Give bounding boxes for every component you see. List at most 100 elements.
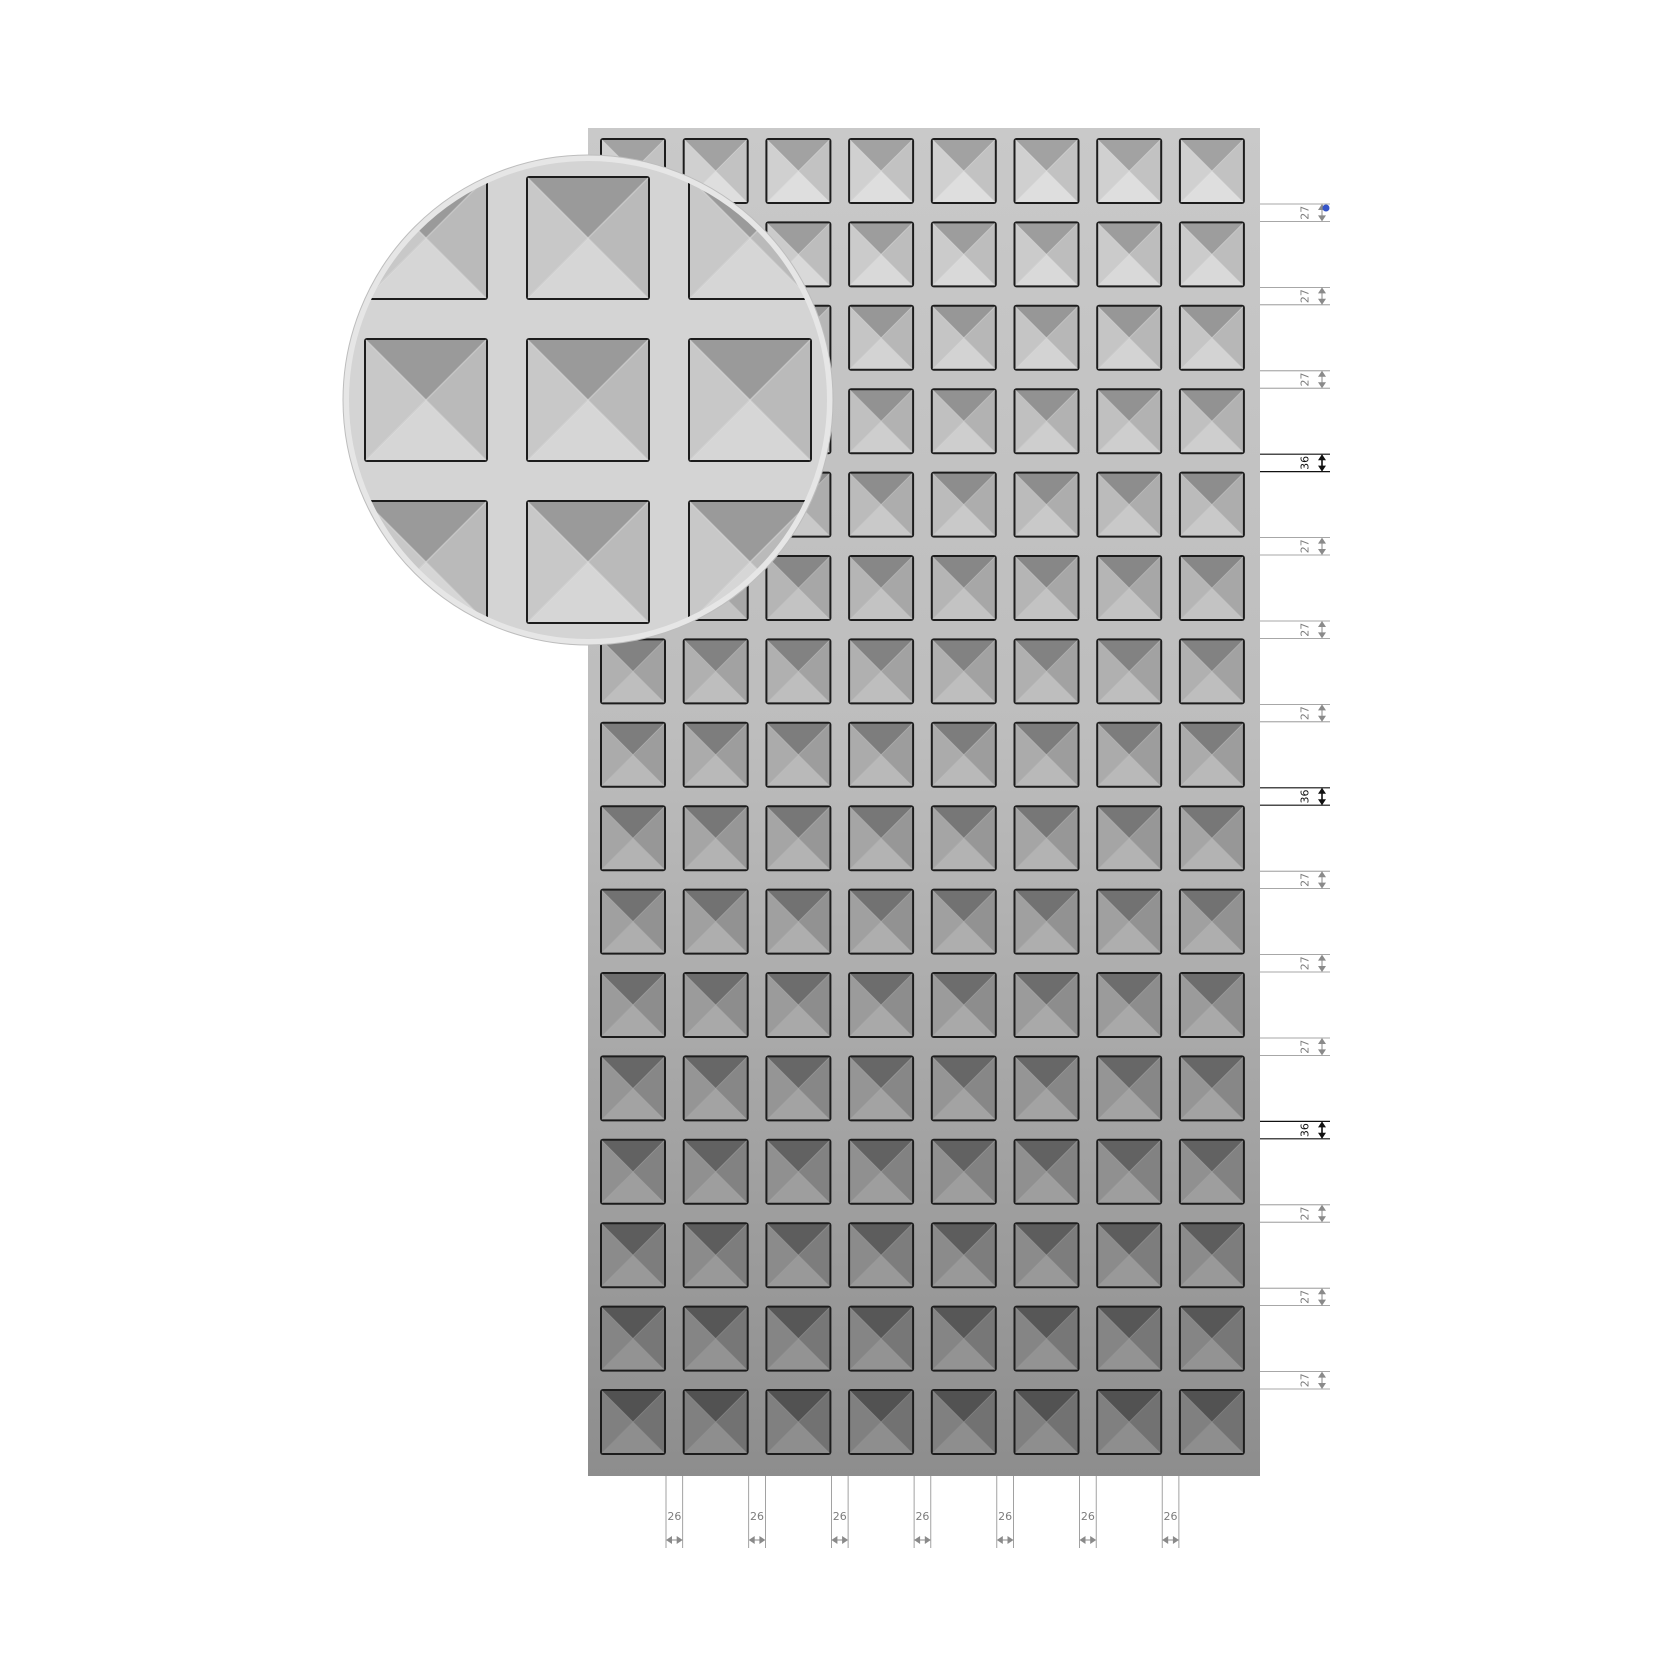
dimension-arrowhead [1318,454,1326,461]
stud-r9-c3 [765,805,832,872]
stud-r15-c5 [930,1305,997,1372]
stud-r16-c8 [1178,1389,1245,1455]
vertical-gap-dimension: 27 [1260,1204,1330,1223]
horizontal-gap-value: 26 [833,1510,847,1523]
stud-r1-c4 [848,138,915,204]
stud-r9-c6 [1013,805,1080,872]
dimension-arrowhead [676,1536,683,1544]
vertical-gap-dimension: 27 [1260,203,1330,222]
stud-r11-c2 [682,972,749,1038]
magnifier-detail [202,14,830,786]
dimension-arrowhead [1318,1204,1326,1211]
dimension-arrowhead [1318,715,1326,722]
stud-r14-c7 [1096,1222,1163,1289]
magnified-stud [688,338,812,462]
stud-r5-c7 [1096,471,1163,538]
dimension-arrowhead [1318,1132,1326,1139]
stud-r6-c3 [765,555,832,621]
dimension-arrowhead [1318,632,1326,639]
stud-r15-c6 [1013,1305,1080,1372]
stud-r12-c6 [1013,1055,1080,1122]
magnified-stud [364,662,488,786]
dimension-arrowhead [1162,1536,1169,1544]
magnifier-rim [343,155,833,645]
stud-r7-c7 [1096,638,1163,705]
vertical-gap-dimension: 27 [1260,1037,1330,1056]
stud-r11-c1 [600,972,666,1038]
stud-r5-c6 [1013,471,1080,538]
magnified-stud [526,338,650,462]
horizontal-gap-dimension: 26 [831,1476,849,1548]
stud-r8-c1 [600,721,666,788]
vertical-gap-dimension: 27 [1260,286,1330,306]
stud-r12-c8 [1178,1055,1245,1122]
vertical-gap-value: 27 [1299,1373,1312,1387]
magnified-stud [202,500,326,624]
vertical-gap-dimension: 27 [1260,870,1330,889]
dimension-arrowhead [1318,1383,1326,1389]
stud-r12-c7 [1096,1055,1163,1122]
stud-r13-c1 [600,1138,666,1205]
horizontal-gap-value: 26 [1081,1510,1095,1523]
dimension-arrowhead [1318,287,1326,294]
vertical-gap-value: 36 [1299,456,1312,470]
stud-r14-c4 [848,1222,915,1289]
stud-r13-c7 [1096,1138,1163,1205]
stud-r6-c5 [930,555,997,621]
magnified-stud [526,500,650,624]
dimension-arrowhead [1318,966,1326,972]
vertical-gap-dimension: 27 [1260,1287,1330,1306]
dimension-arrowhead [1318,382,1326,389]
stud-r9-c5 [930,805,997,872]
horizontal-gap-value: 26 [667,1510,681,1523]
stud-r15-c4 [848,1305,915,1372]
stud-r9-c4 [848,805,915,872]
stud-r11-c4 [848,972,915,1038]
horizontal-gap-value: 26 [1164,1510,1178,1523]
stud-r9-c7 [1096,805,1163,872]
vertical-gap-dimension: 27 [1260,537,1330,556]
dimension-arrowhead [1318,1371,1326,1378]
dimension-arrowhead [831,1536,838,1544]
magnified-stud [364,338,488,462]
vertical-gap-value: 27 [1299,1207,1312,1221]
dimension-arrowhead [914,1536,921,1544]
stud-r16-c3 [765,1389,832,1455]
stud-r7-c5 [930,638,997,705]
stud-r12-c4 [848,1055,915,1122]
stud-r14-c1 [600,1222,666,1289]
vertical-gap-dimension: 27 [1260,704,1330,723]
magnified-stud [202,662,326,786]
dimension-arrowhead [1318,704,1326,711]
dimension-arrowhead [1318,799,1326,806]
stud-r4-c5 [930,388,997,455]
vertical-gap-value: 27 [1299,289,1312,303]
dimension-arrowhead [1090,1536,1097,1544]
stud-r5-c8 [1178,471,1245,538]
dimension-arrowhead [1007,1536,1014,1544]
stud-r8-c2 [682,721,749,788]
horizontal-gap-dimension: 26 [1161,1476,1180,1548]
dimension-arrowhead [1318,1038,1326,1044]
stud-r15-c3 [765,1305,832,1372]
magnified-stud [688,14,812,138]
vertical-gap-dimension: 27 [1260,620,1330,639]
stud-r12-c1 [600,1055,666,1122]
stud-r15-c7 [1096,1305,1163,1372]
stud-r16-c4 [848,1389,915,1455]
stud-r7-c4 [848,638,915,705]
stud-r3-c7 [1096,304,1163,371]
stud-r6-c6 [1013,555,1080,621]
dimension-arrowhead [748,1536,755,1544]
stud-r8-c5 [930,721,997,788]
stud-r9-c2 [682,805,749,872]
stud-r10-c2 [682,888,749,955]
vertical-gap-value: 27 [1299,206,1312,220]
stud-r10-c6 [1013,888,1080,955]
dimension-arrowhead [759,1536,766,1544]
stud-r13-c8 [1178,1138,1245,1205]
dimension-arrowhead [666,1536,672,1544]
stud-r13-c4 [848,1138,915,1205]
stud-r16-c5 [930,1389,997,1455]
